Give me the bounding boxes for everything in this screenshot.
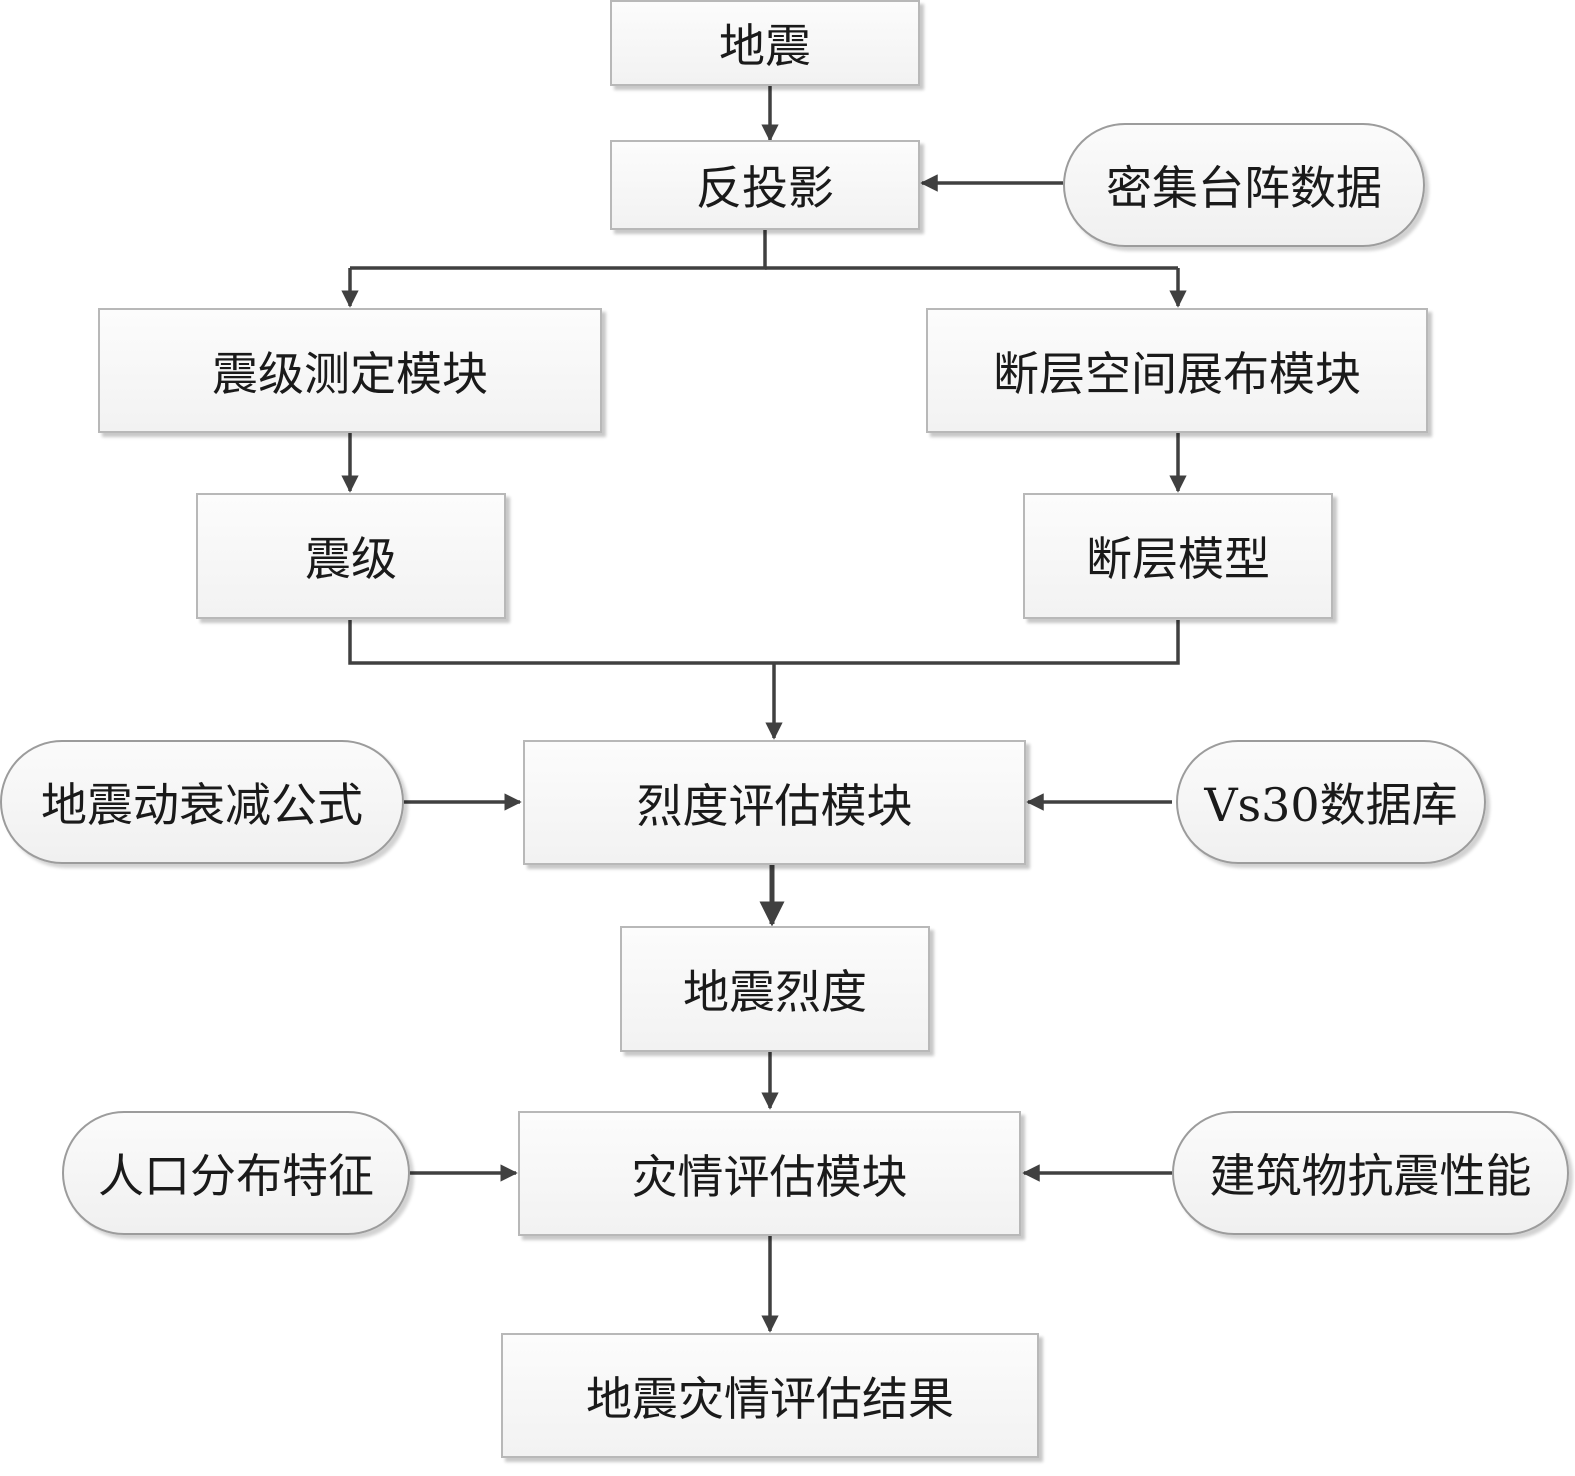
line-merge-magnitude-fault bbox=[348, 620, 1180, 665]
node-fault-model: 断层模型 bbox=[1023, 493, 1333, 619]
node-fault-module: 断层空间展布模块 bbox=[926, 308, 1428, 433]
line-backprojection-split bbox=[350, 230, 767, 270]
node-building-resistance: 建筑物抗震性能 bbox=[1172, 1111, 1569, 1235]
node-dense-array-data: 密集台阵数据 bbox=[1063, 123, 1425, 247]
node-magnitude: 震级 bbox=[196, 493, 506, 619]
node-population-distribution: 人口分布特征 bbox=[62, 1111, 410, 1235]
node-magnitude-module: 震级测定模块 bbox=[98, 308, 602, 433]
node-back-projection: 反投影 bbox=[610, 140, 920, 230]
node-disaster-module: 灾情评估模块 bbox=[518, 1111, 1021, 1236]
node-intensity-module: 烈度评估模块 bbox=[523, 740, 1026, 865]
node-disaster-result: 地震灾情评估结果 bbox=[501, 1333, 1039, 1458]
node-earthquake: 地震 bbox=[610, 0, 920, 86]
node-vs30-database: Vs30数据库 bbox=[1176, 740, 1486, 864]
node-attenuation-formula: 地震动衰减公式 bbox=[0, 740, 404, 864]
node-seismic-intensity: 地震烈度 bbox=[620, 926, 930, 1052]
